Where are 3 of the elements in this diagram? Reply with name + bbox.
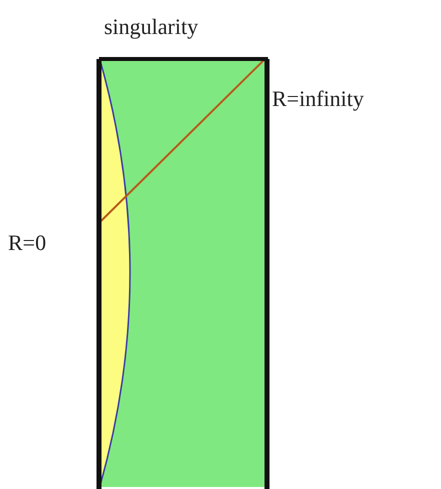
singularity-label: singularity (104, 16, 198, 38)
boundary-label: R=infinity (272, 88, 364, 110)
boundary-label: R=0 (8, 232, 46, 254)
